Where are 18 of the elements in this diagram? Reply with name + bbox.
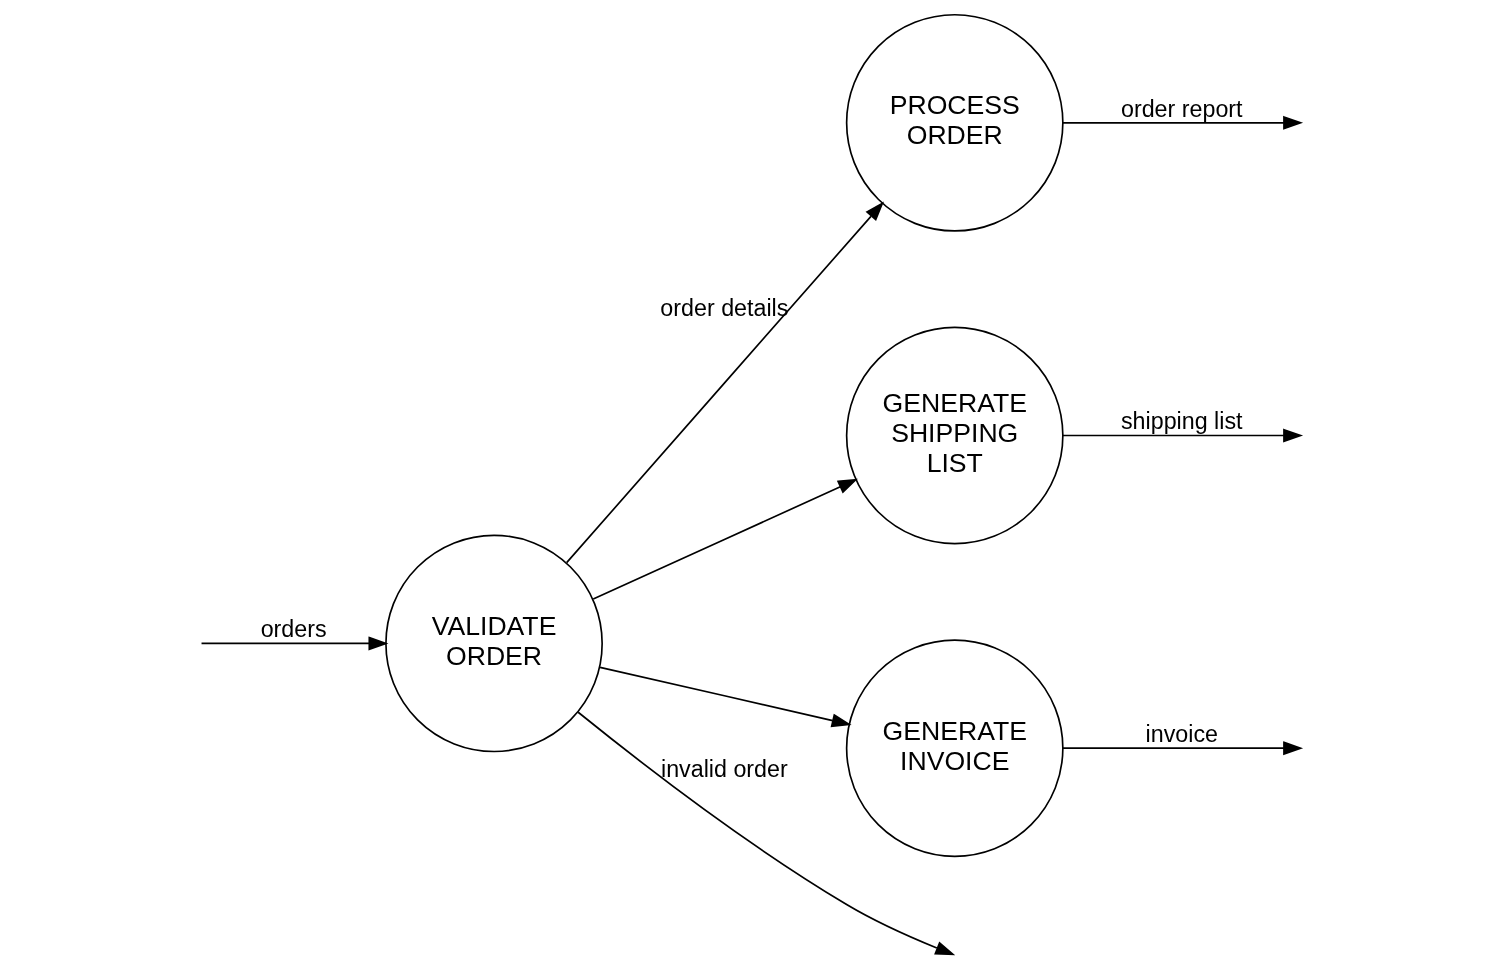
edge-label: orders — [260, 616, 327, 643]
arrow — [565, 201, 884, 564]
edge-label: order report — [1120, 95, 1243, 122]
edge-label: invoice — [1145, 720, 1218, 747]
node-circle: VALIDATE ORDER — [385, 534, 603, 753]
edge-label: shipping list — [1120, 408, 1243, 435]
arrow — [577, 711, 956, 956]
arrow — [200, 636, 389, 651]
node-circle: GENERATE INVOICE — [845, 639, 1064, 858]
arrow — [1062, 741, 1304, 756]
arrow — [599, 666, 852, 728]
arrow — [1062, 428, 1304, 443]
node-circle: GENERATE SHIPPING LIST — [845, 326, 1064, 545]
edge-label: order details — [660, 295, 789, 322]
node-circle: PROCESS ORDER — [845, 13, 1064, 232]
edge-label: invalid order — [661, 755, 788, 782]
arrow — [1062, 115, 1304, 130]
arrow — [592, 478, 858, 600]
